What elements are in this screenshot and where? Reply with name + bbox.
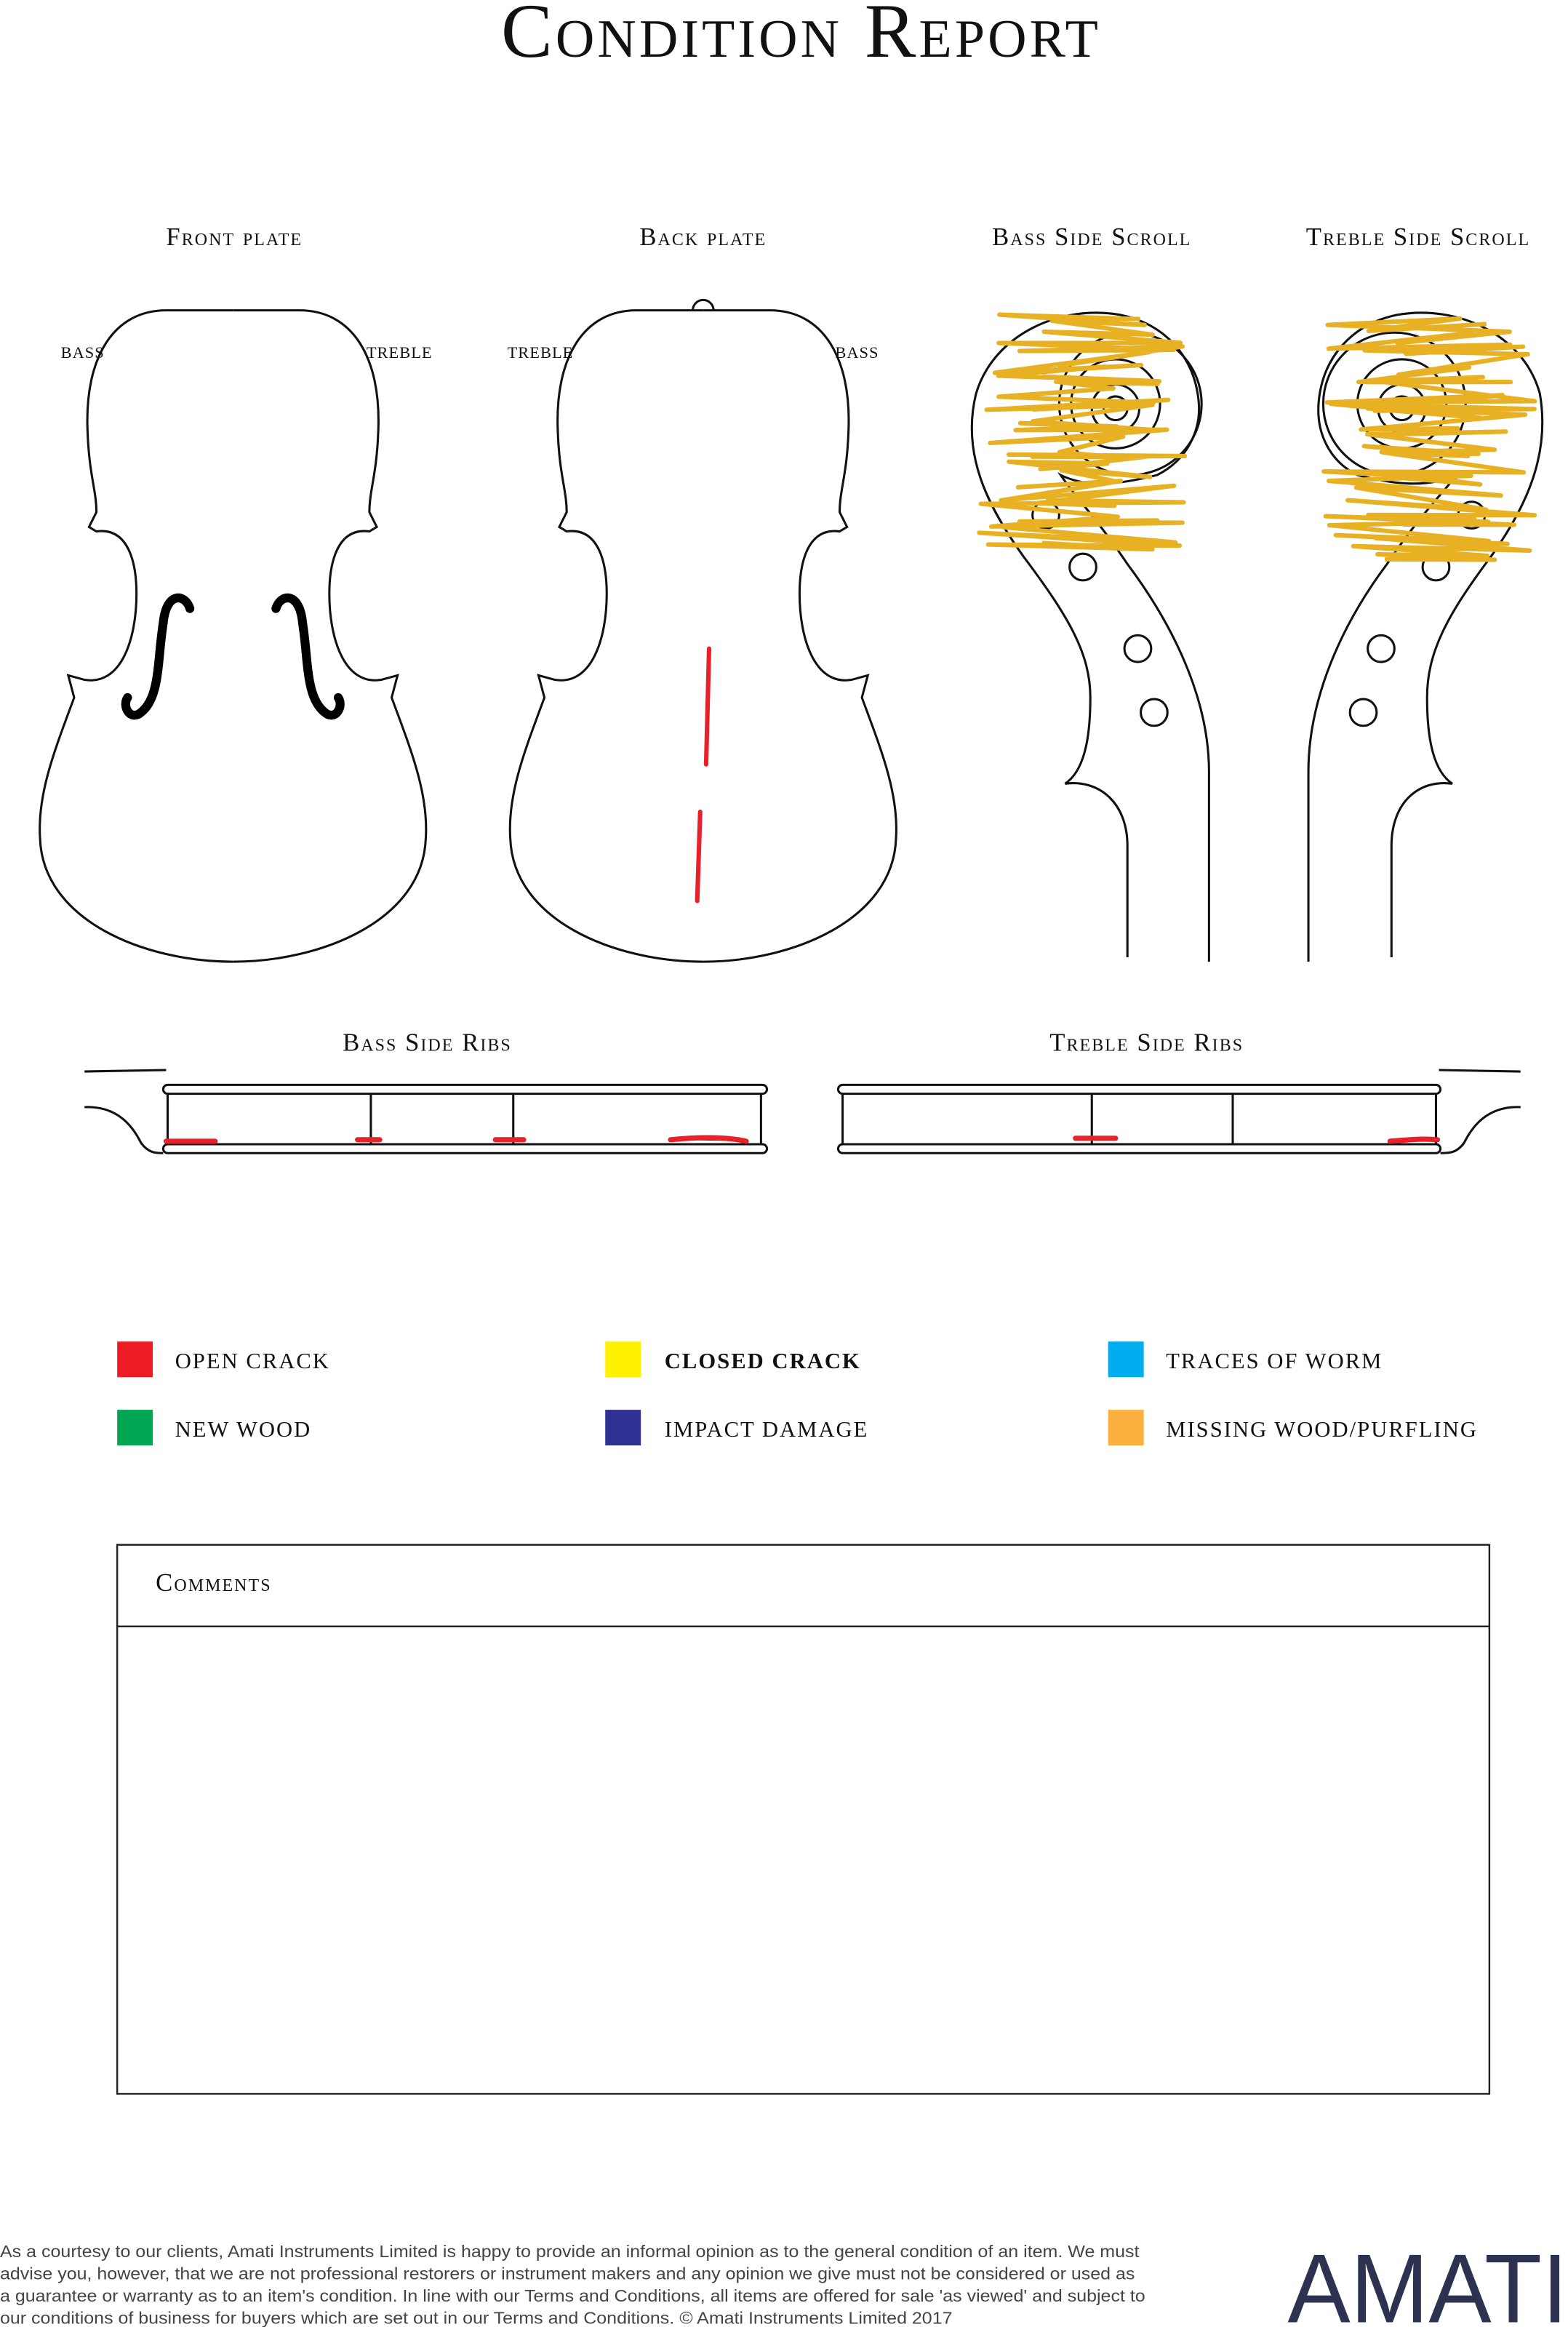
treble-scroll-label: Treble Side Scroll (1306, 223, 1530, 251)
back-plate-outline (508, 298, 897, 963)
bass-side-ribs-diagram: Bass Side Ribs (84, 1029, 769, 1154)
open-crack-mark (695, 810, 703, 903)
open-crack-marks (163, 1135, 749, 1144)
page-title: Condition Report (501, 0, 1101, 73)
legend-swatch-new-wood (117, 1410, 153, 1446)
footer-disclaimer: As a courtesy to our clients, Amati Inst… (0, 2242, 1145, 2327)
back-plate-treble-label: TREBLE (508, 343, 574, 362)
disclaimer-line: our conditions of business for buyers wh… (0, 2309, 953, 2327)
legend: Open crack Closed crack Traces of worm N… (117, 1341, 1478, 1446)
front-plate-label: Front plate (166, 223, 303, 251)
legend-closed-crack: Closed crack (665, 1349, 861, 1373)
legend-swatch-closed-crack (605, 1341, 641, 1378)
comments-box[interactable]: Comments (116, 1544, 1491, 2095)
legend-swatch-open-crack (117, 1341, 153, 1378)
open-crack-marks (1073, 1135, 1441, 1144)
legend-open-crack: Open crack (175, 1349, 330, 1373)
disclaimer-line: As a courtesy to our clients, Amati Inst… (0, 2242, 1140, 2261)
front-plate-outline (39, 309, 428, 963)
treble-side-ribs-diagram: Treble Side Ribs (836, 1029, 1521, 1154)
open-crack-mark (703, 646, 712, 767)
back-plate-diagram: Back plate TREBLE BASS (508, 223, 897, 963)
legend-swatch-traces-of-worm (1108, 1341, 1144, 1378)
front-plate-bass-label: BASS (61, 343, 105, 362)
button (692, 298, 715, 311)
back-plate-bass-label: BASS (835, 343, 879, 362)
legend-traces-of-worm: Traces of worm (1166, 1349, 1383, 1373)
legend-new-wood: New wood (175, 1417, 312, 1442)
disclaimer-line: a guarantee or warranty as to an item's … (0, 2286, 1145, 2305)
legend-swatch-impact-damage (605, 1410, 641, 1446)
legend-swatch-missing-wood (1108, 1410, 1144, 1446)
treble-side-scroll-diagram: Treble Side Scroll (1306, 223, 1544, 962)
comments-label: Comments (156, 1569, 271, 1597)
disclaimer-line: advise you, however, that we are not pro… (0, 2264, 1135, 2283)
bass-ribs-label: Bass Side Ribs (343, 1029, 512, 1056)
legend-missing-wood: Missing wood/purfling (1166, 1417, 1478, 1442)
front-plate-treble-label: TREBLE (367, 343, 433, 362)
back-plate-label: Back plate (639, 223, 767, 251)
bass-side-scroll-diagram: Bass Side Scroll (970, 223, 1210, 962)
treble-ribs-label: Treble Side Ribs (1049, 1029, 1244, 1056)
front-plate-diagram: Front plate BASS TREBLE (39, 223, 433, 963)
legend-impact-damage: Impact damage (665, 1417, 869, 1442)
missing-wood-marking (1321, 316, 1537, 562)
missing-wood-marking (977, 312, 1188, 552)
bass-scroll-label: Bass Side Scroll (992, 223, 1191, 251)
amati-logo: AMATI (1287, 2234, 1568, 2327)
